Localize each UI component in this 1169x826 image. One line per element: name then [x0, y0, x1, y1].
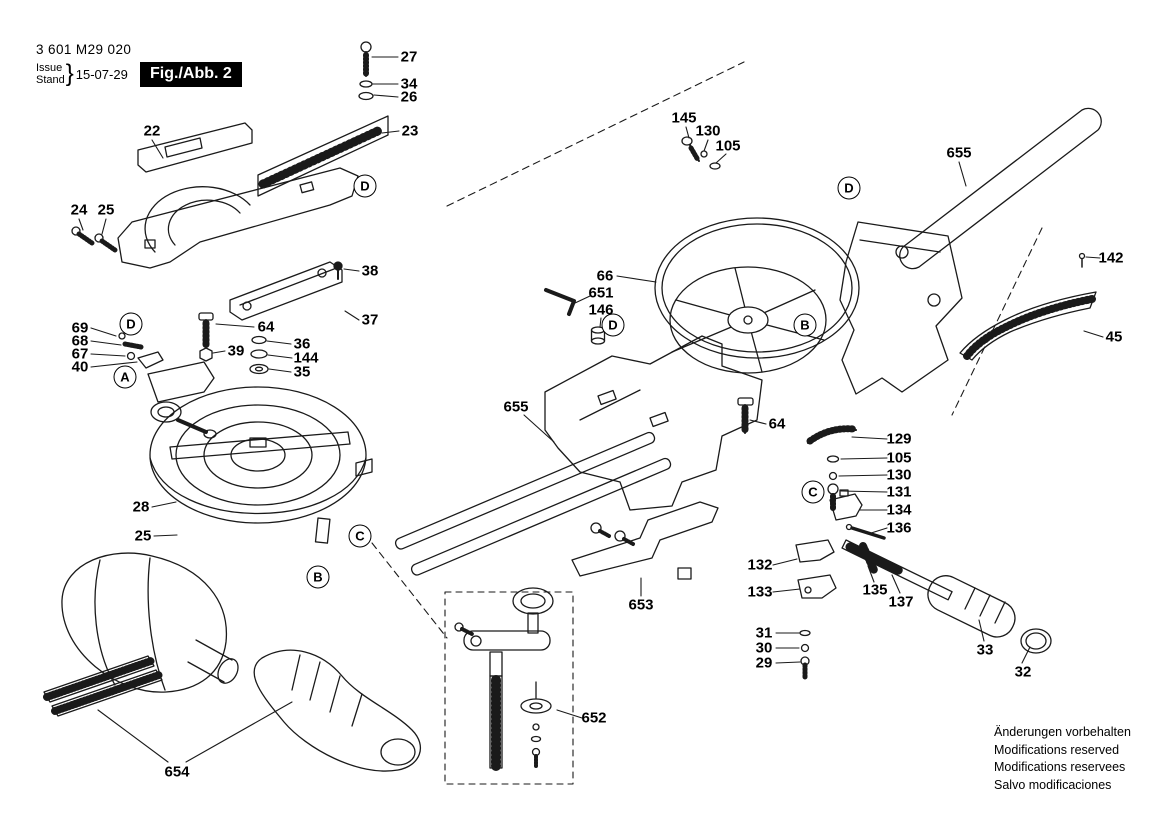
revision-note-es: Salvo modificaciones: [994, 777, 1112, 792]
revision-notes: Änderungen vorbehalten Modifications res…: [994, 724, 1131, 794]
detent-129-fasteners: [806, 425, 858, 512]
issue-stand-labels: Issue Stand: [36, 62, 65, 86]
screw-64-left-nut-39: [198, 312, 214, 362]
issue-row: Issue Stand } 15-07-29: [36, 60, 131, 88]
hose-grip-piece: [253, 649, 422, 772]
brace-glyph: }: [65, 60, 74, 87]
bracket-653: [571, 501, 719, 580]
issue-label: Issue: [36, 61, 63, 74]
handle-33-cap-32: [927, 575, 1052, 654]
title-block: 3 601 M29 020 Issue Stand } 15-07-29: [36, 42, 131, 88]
leader-lines: [78, 56, 1104, 763]
fasteners-31-30-29: [799, 629, 811, 682]
hex-key-651-sleeve-146: [544, 288, 606, 345]
base-housing-right: [839, 221, 963, 395]
support-rails-655-left: [394, 431, 672, 576]
revision-note-fr: Modifications reservees: [994, 760, 1126, 774]
fence-plate-22: [137, 122, 253, 173]
clamp-assembly-652: [444, 587, 574, 785]
revision-note-de: Änderungen vorbehalten: [994, 725, 1131, 739]
stand-label: Stand: [36, 74, 65, 86]
lever-assembly-a: [147, 361, 217, 439]
screw-set-145-130-105: [681, 136, 721, 170]
revision-note-en: Modifications reserved: [994, 742, 1120, 757]
fence-base-extrusion: [117, 167, 359, 269]
figure-label-box: Fig./Abb. 2: [140, 62, 242, 87]
screw-64-right: [737, 397, 754, 436]
washers-36-144-35: [249, 335, 269, 375]
screw-27-washers: [358, 41, 374, 101]
turntable-28: [149, 386, 373, 544]
plate-37-screw-38: [229, 261, 343, 321]
latch-parts-cluster: [795, 489, 953, 601]
screws-24-25: [71, 226, 118, 253]
projection-dashed-lines: [371, 61, 1043, 639]
handle-rail-655-right: [899, 107, 1102, 270]
dust-bag-654: [43, 552, 239, 717]
issue-date: 15-07-29: [75, 66, 128, 82]
base-frame: [544, 335, 763, 511]
ring-66-and-wheel: [654, 217, 860, 374]
scale-45-and-screw-142: [959, 252, 1097, 361]
document-part-number: 3 601 M29 020: [36, 42, 132, 57]
